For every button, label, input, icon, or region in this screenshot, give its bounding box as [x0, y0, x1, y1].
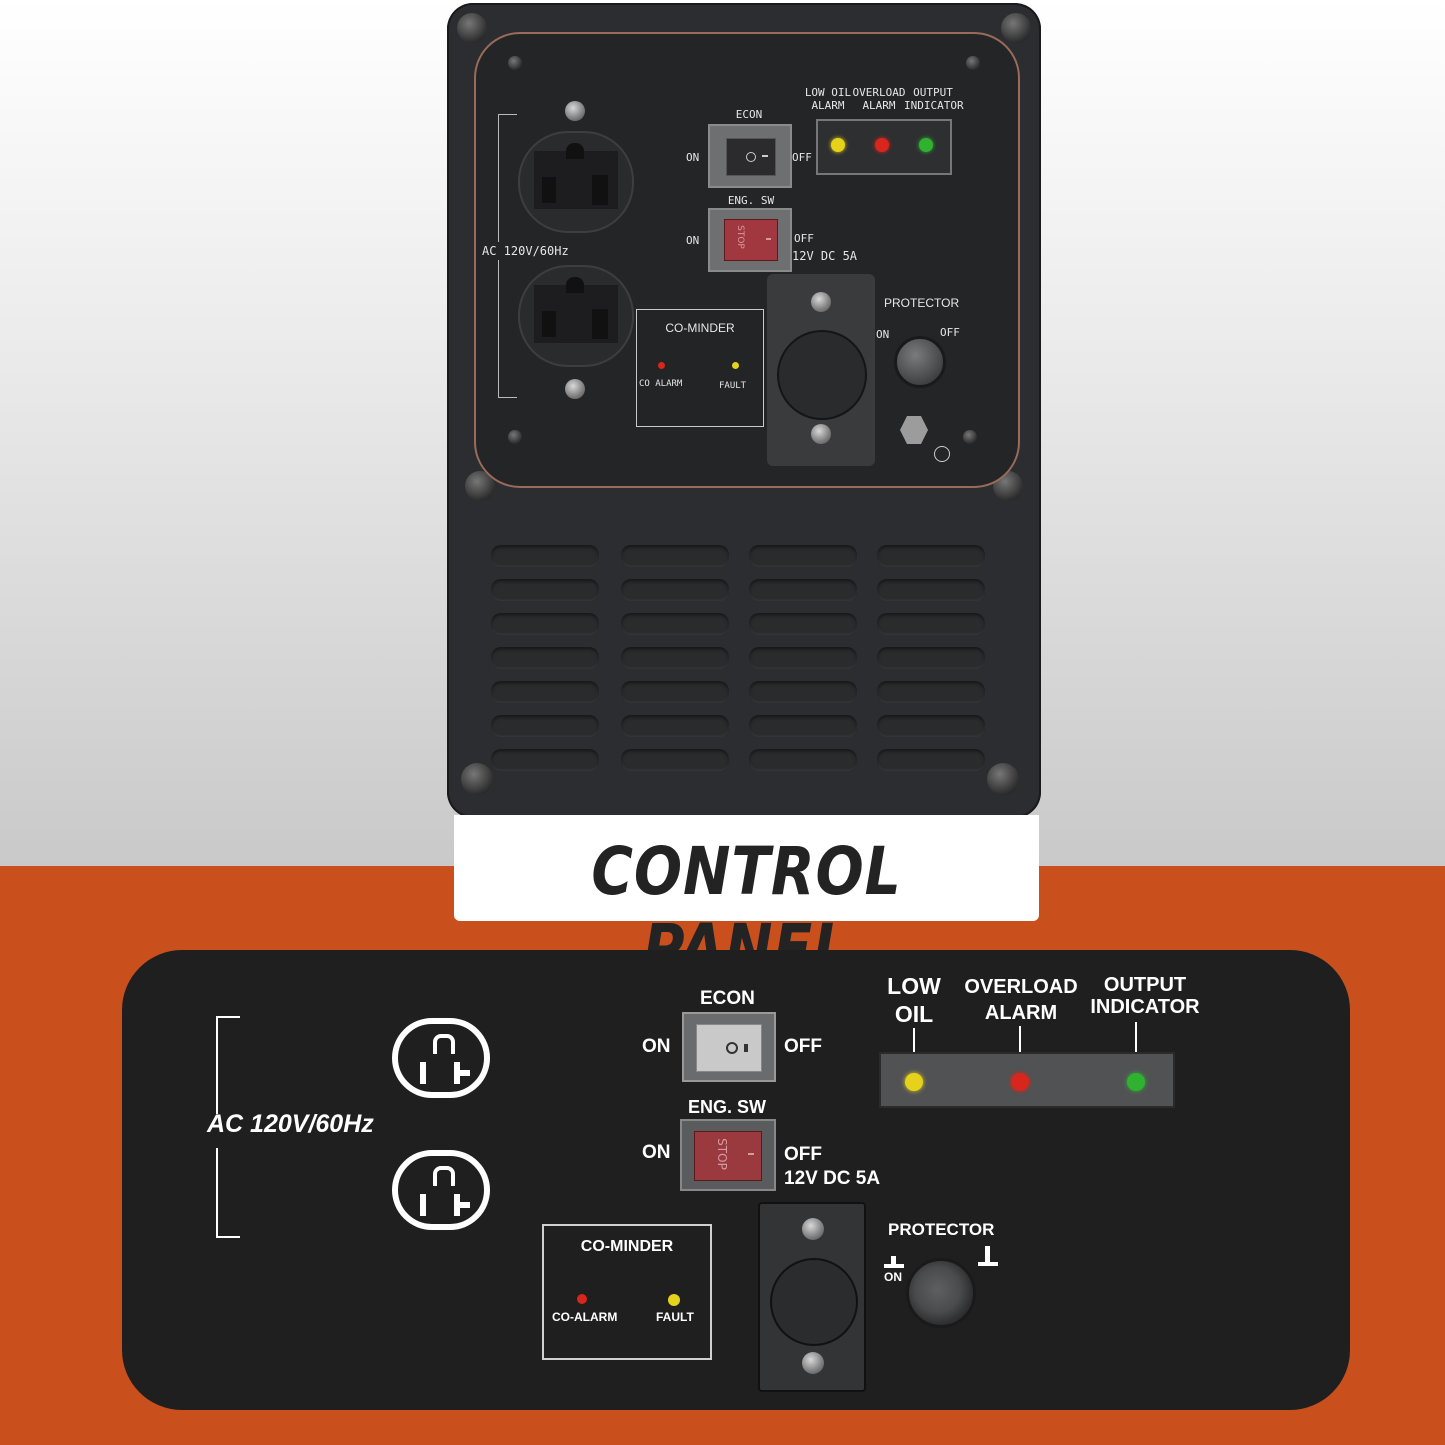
screw-icon	[457, 13, 487, 43]
screw-icon	[987, 763, 1019, 795]
diagram-protector-on: ON	[884, 1270, 902, 1284]
diagram-co-alarm-led-icon	[577, 1294, 587, 1304]
econ-title: ECON	[735, 108, 763, 121]
diagram-dc-socket	[758, 1202, 866, 1392]
ac-label: AC 120V/60Hz	[482, 242, 569, 260]
ac-outlet-top[interactable]	[518, 131, 634, 233]
diagram-econ-title: ECON	[700, 988, 755, 1009]
ac-bracket-bottom	[216, 1148, 240, 1238]
diagram-indicator-strip	[879, 1052, 1175, 1108]
protector-off-icon	[978, 1246, 998, 1268]
diagram-co-minder-box: CO-MINDER CO-ALARM FAULT	[542, 1224, 712, 1360]
protector-title: PROTECTOR	[884, 296, 960, 310]
eng-sw-title: ENG. SW	[727, 194, 775, 207]
page-title: CONTROL PANEL	[591, 833, 902, 987]
diagram-fault-label: FAULT	[656, 1310, 694, 1324]
diagram-protector-button	[906, 1258, 976, 1328]
diagram-eng-sw-off: OFF	[784, 1144, 822, 1165]
protector-on-icon	[884, 1256, 904, 1268]
diagram-eng-sw-on: ON	[642, 1142, 671, 1163]
outlet-icon	[392, 1150, 490, 1230]
co-alarm-label: CO ALARM	[639, 379, 683, 389]
diagram-co-alarm-label: CO-ALARM	[552, 1310, 618, 1324]
low-oil-led-icon	[831, 138, 845, 152]
econ-switch[interactable]	[708, 124, 792, 188]
dc-socket-cover[interactable]	[767, 274, 875, 466]
econ-off-label: OFF	[792, 151, 812, 164]
ac-bracket-top	[216, 1016, 240, 1114]
screw-icon	[461, 763, 493, 795]
screw-icon	[508, 430, 522, 444]
ground-icon	[934, 446, 950, 462]
diagram-low-oil-led-icon	[905, 1073, 923, 1091]
output-led-icon	[919, 138, 933, 152]
vent-grille	[491, 545, 997, 790]
title-banner: CONTROL PANEL	[454, 815, 1039, 987]
co-minder-title: CO-MINDER	[665, 321, 735, 335]
engine-switch[interactable]: STOP	[708, 208, 792, 272]
diagram-co-minder-title: CO-MINDER	[580, 1238, 674, 1255]
fault-label: FAULT	[719, 381, 747, 391]
outlet-icon	[392, 1018, 490, 1098]
protector-on-label: ON	[876, 328, 890, 341]
stop-text: STOP	[734, 225, 745, 249]
eng-sw-on-label: ON	[686, 234, 700, 247]
co-alarm-led-icon	[658, 362, 665, 369]
ac-outlet-bottom[interactable]	[518, 265, 634, 367]
screw-icon	[565, 101, 585, 121]
screw-icon	[966, 56, 980, 70]
indicator-strip	[816, 119, 952, 175]
fault-led-icon	[732, 362, 739, 369]
indicator-stem	[1135, 1022, 1137, 1076]
overload-led-icon	[875, 138, 889, 152]
dc-label: 12V DC 5A	[792, 249, 858, 263]
diagram-output-led-icon	[1127, 1073, 1145, 1091]
diagram-engine-switch: STOP	[680, 1119, 776, 1191]
indicator-stem	[1019, 1026, 1021, 1076]
diagram-ac-label: AC 120V/60Hz	[207, 1110, 374, 1138]
diagram-overload-led-icon	[1011, 1073, 1029, 1091]
econ-on-label: ON	[686, 151, 700, 164]
diagram-fault-led-icon	[668, 1294, 680, 1306]
diagram-eng-sw-title: ENG. SW	[688, 1097, 767, 1117]
ground-terminal[interactable]	[900, 416, 928, 444]
diagram-econ-switch	[682, 1012, 776, 1082]
diagram-dc-socket-icon	[770, 1258, 858, 1346]
screw-icon	[565, 379, 585, 399]
diagram-econ-off: OFF	[784, 1036, 822, 1057]
protector-off-label: OFF	[940, 326, 960, 339]
screw-icon	[963, 430, 977, 444]
dc-socket-icon	[777, 330, 867, 420]
diagram-stop-text: STOP	[714, 1138, 729, 1170]
screw-icon	[1001, 13, 1031, 43]
diagram-econ-on: ON	[642, 1036, 671, 1057]
diagram-dc-label: 12V DC 5A	[784, 1168, 881, 1189]
co-minder-box: CO-MINDER CO ALARM FAULT	[636, 309, 764, 427]
protector-button[interactable]	[894, 336, 946, 388]
diagram-protector-title: PROTECTOR	[888, 1220, 995, 1239]
screw-icon	[508, 56, 522, 70]
eng-sw-off-label: OFF	[794, 232, 814, 245]
